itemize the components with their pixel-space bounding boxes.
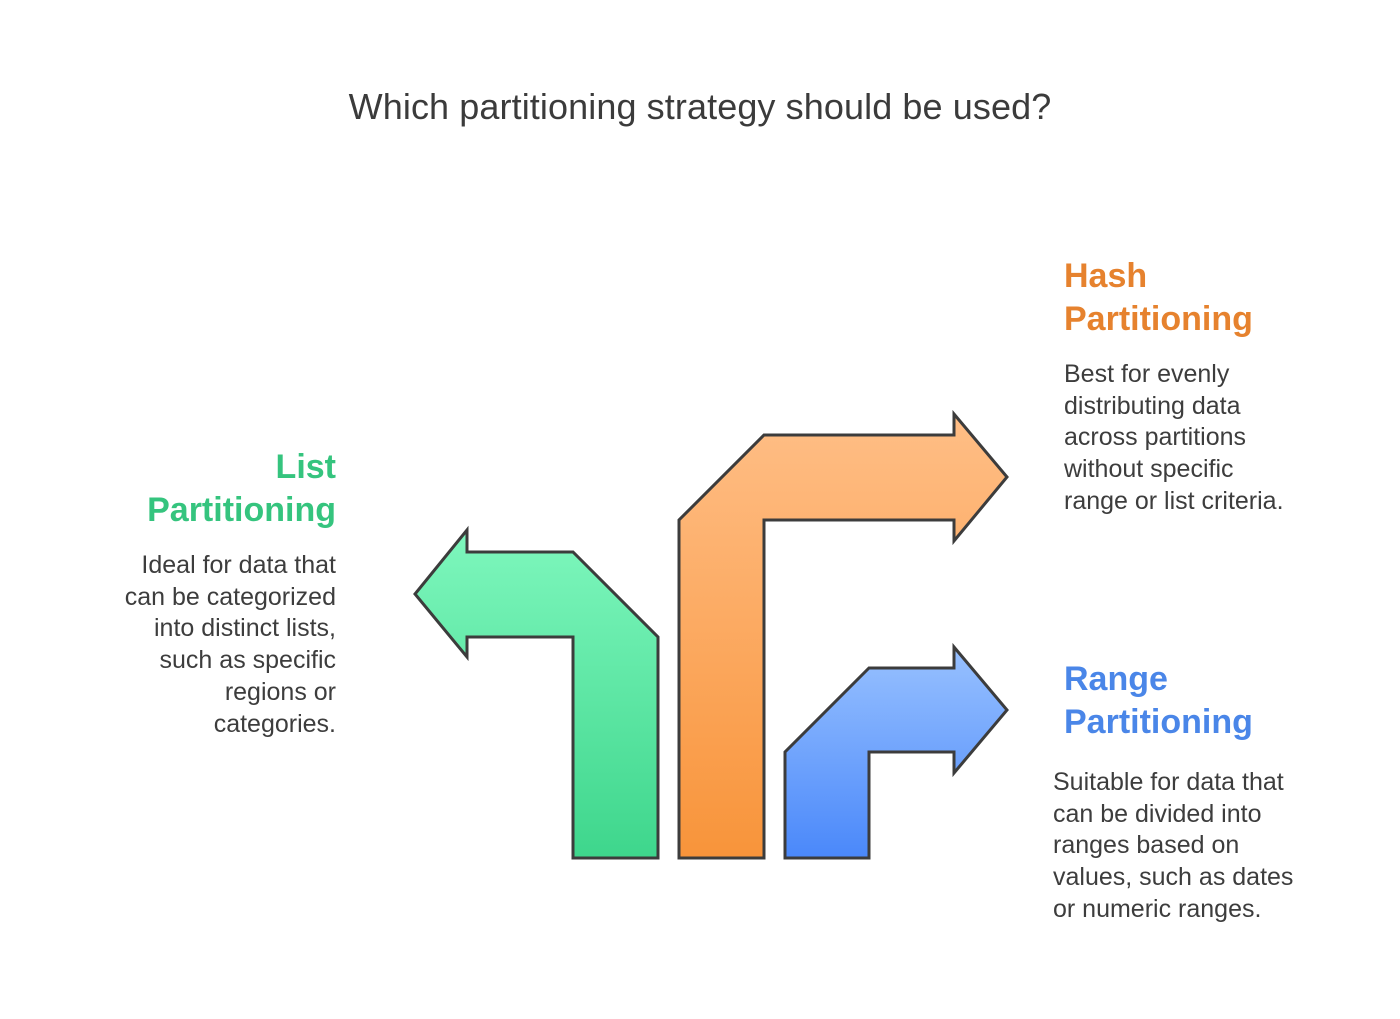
list-partitioning-arrow (413, 525, 660, 860)
list-description-line: categories. (213, 709, 336, 738)
range-description-line: can be divided into (1053, 799, 1262, 828)
range-description-line: ranges based on (1053, 831, 1240, 860)
range-description: Suitable for data that can be divided in… (1053, 767, 1353, 926)
list-description-line: such as specific (159, 646, 336, 675)
hash-description-line: across partitions (1064, 423, 1247, 452)
list-description-line: Ideal for data that (141, 551, 336, 579)
page-title: Which partitioning strategy should be us… (348, 86, 1052, 127)
range-description-line: Suitable for data that (1053, 768, 1284, 796)
list-title-line1: List (275, 448, 336, 486)
range-description-line: values, such as dates (1053, 863, 1294, 892)
list-partitioning-label: List Partitioning Ideal for data that ca… (60, 446, 336, 740)
hash-description-line: Best for evenly (1064, 360, 1230, 388)
hash-description-line: distributing data (1064, 391, 1241, 420)
range-title-line1: Range (1064, 660, 1168, 698)
range-partitioning-label: Range Partitioning (1064, 658, 1364, 744)
range-title-line2: Partitioning (1064, 703, 1253, 741)
list-description-line: into distinct lists, (153, 614, 336, 643)
list-description: Ideal for data that can be categorized i… (60, 550, 336, 740)
hash-description-line: without specific (1064, 455, 1234, 484)
range-description-line: or numeric ranges. (1053, 894, 1262, 923)
hash-partitioning-label: Hash Partitioning Best for evenly distri… (1064, 255, 1364, 518)
list-description-line: can be categorized (124, 582, 336, 611)
hash-title-line2: Partitioning (1064, 300, 1253, 338)
hash-description-line: range or list criteria. (1064, 486, 1284, 515)
list-title-line2: Partitioning (147, 491, 336, 529)
hash-partitioning-arrow (677, 409, 1009, 860)
hash-description: Best for evenly distributing data across… (1064, 359, 1364, 518)
hash-title-line1: Hash (1064, 257, 1148, 295)
range-partitioning-arrow (783, 642, 1009, 860)
list-description-line: regions or (224, 677, 336, 706)
